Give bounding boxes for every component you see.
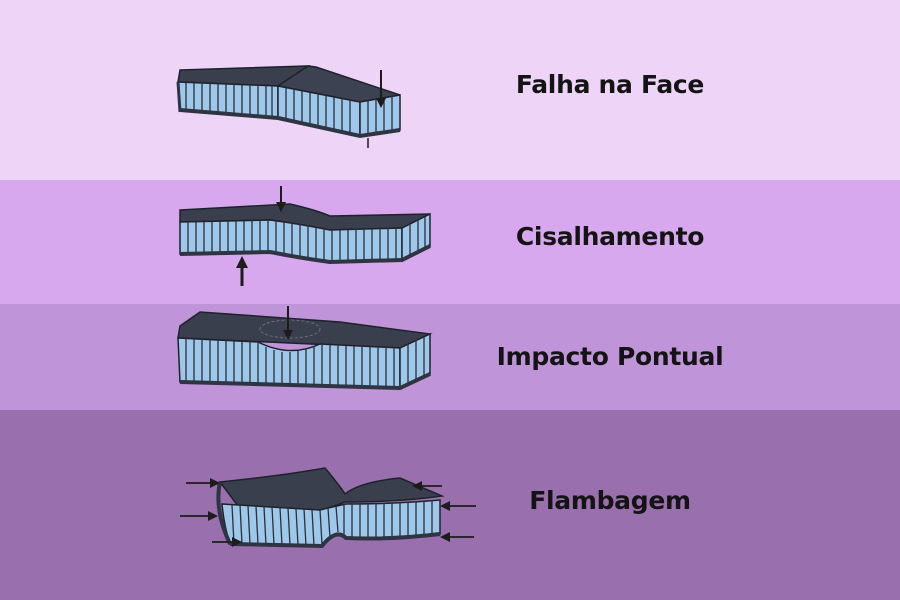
buckling-panel-icon bbox=[180, 467, 476, 549]
shear-panel-icon bbox=[179, 186, 431, 286]
mode-row-face-failure: Falha na Face bbox=[0, 0, 900, 180]
mode-label-buckling: Flambagem bbox=[529, 486, 691, 515]
point-impact-panel-icon bbox=[177, 306, 433, 391]
face-failure-panel-icon bbox=[176, 65, 401, 148]
mode-label-shear: Cisalhamento bbox=[515, 222, 705, 251]
mode-row-point-impact: Impacto Pontual bbox=[0, 304, 900, 410]
mode-label-face-failure: Falha na Face bbox=[515, 70, 705, 99]
mode-row-buckling: Flambagem bbox=[0, 410, 900, 600]
mode-label-point-impact: Impacto Pontual bbox=[496, 342, 724, 371]
mode-row-shear: Cisalhamento bbox=[0, 180, 900, 304]
